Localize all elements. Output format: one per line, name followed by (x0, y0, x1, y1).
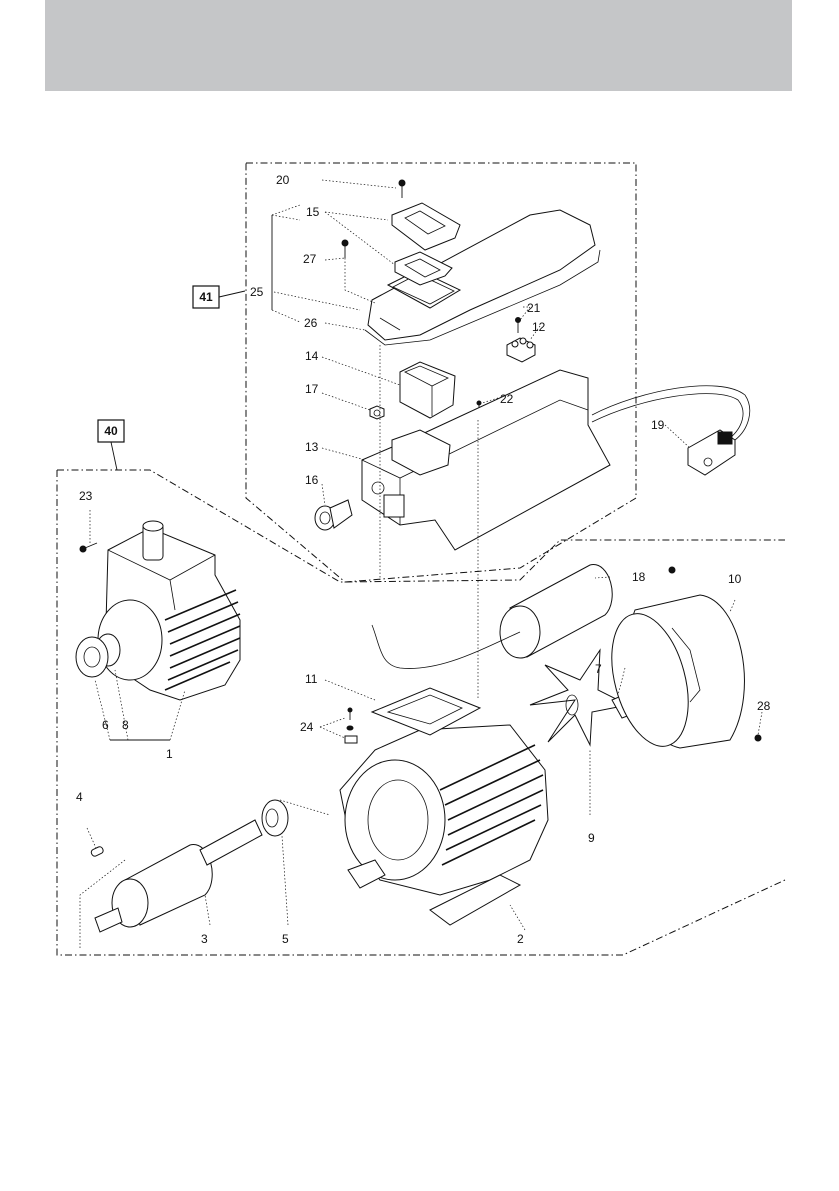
part-20-screw (398, 179, 406, 198)
callout-14: 14 (305, 349, 319, 363)
part-9-fan-impeller (529, 648, 630, 747)
part-25-switch-box-lid (364, 209, 601, 346)
leader-lines (79, 179, 763, 950)
callout-27: 27 (303, 252, 317, 266)
callout-25: 25 (250, 285, 264, 299)
callout-8: 8 (122, 718, 129, 732)
part-5-bearing (261, 799, 289, 837)
cooling-fins (164, 589, 241, 691)
part-4-shaft-key (90, 846, 104, 857)
callout-3: 3 (201, 932, 208, 946)
callout-10: 10 (728, 572, 742, 586)
callout-26: 26 (304, 316, 318, 330)
part-18-capacitor (371, 564, 613, 669)
part-10-fan-cover (611, 566, 745, 749)
callout-19: 19 (651, 418, 665, 432)
group-41-label-box: 41 (192, 285, 246, 309)
callout-17: 17 (305, 382, 319, 396)
part-12-terminal-block (506, 337, 536, 363)
header-band (45, 0, 792, 91)
callout-24: 24 (300, 720, 314, 734)
group-41-label: 41 (199, 290, 213, 304)
part-15-switch-cover (391, 202, 461, 286)
callout-15: 15 (306, 205, 320, 219)
part-14-rocker-switch (399, 361, 456, 419)
callout-5: 5 (282, 932, 289, 946)
callout-6: 6 (102, 718, 109, 732)
part-21-screw (515, 317, 521, 333)
group-40-boundary-top (57, 469, 785, 583)
part-13-switch-box-base (361, 369, 611, 551)
part-11-terminal-gasket (370, 687, 482, 736)
callout-23: 23 (79, 489, 93, 503)
callout-20: 20 (276, 173, 290, 187)
callout-2: 2 (517, 932, 524, 946)
part-17-gland-nut (369, 405, 385, 420)
housing-fins (439, 744, 544, 866)
callout-18: 18 (632, 570, 646, 584)
callouts: 20 15 27 25 26 21 12 14 17 22 19 13 16 2… (76, 173, 771, 946)
callout-1: 1 (166, 747, 173, 761)
part-3-rotor (94, 819, 263, 933)
part-16-cable-gland (314, 499, 353, 531)
callout-28: 28 (757, 699, 771, 713)
callout-9: 9 (588, 831, 595, 845)
group-40-label-box: 40 (97, 419, 125, 471)
callout-16: 16 (305, 473, 319, 487)
callout-21: 21 (527, 301, 541, 315)
callout-22: 22 (500, 392, 514, 406)
part-27-screw (341, 239, 349, 258)
group-40-boundary-bottom (56, 470, 786, 956)
callout-4: 4 (76, 790, 83, 804)
part-19-power-cord-plug (591, 385, 751, 476)
part-1-end-shield (97, 520, 241, 701)
part-24-grounding-set (344, 707, 358, 744)
part-28-screw (754, 734, 762, 742)
part-2-motor-housing (339, 724, 549, 926)
callout-7: 7 (595, 662, 602, 676)
group-41-boundary (245, 162, 637, 583)
callout-11: 11 (305, 672, 318, 686)
callout-13: 13 (305, 440, 319, 454)
part-23-screw (79, 542, 98, 553)
callout-12: 12 (532, 320, 546, 334)
part-6-bearing (75, 636, 109, 678)
group-40-label: 40 (104, 424, 118, 438)
